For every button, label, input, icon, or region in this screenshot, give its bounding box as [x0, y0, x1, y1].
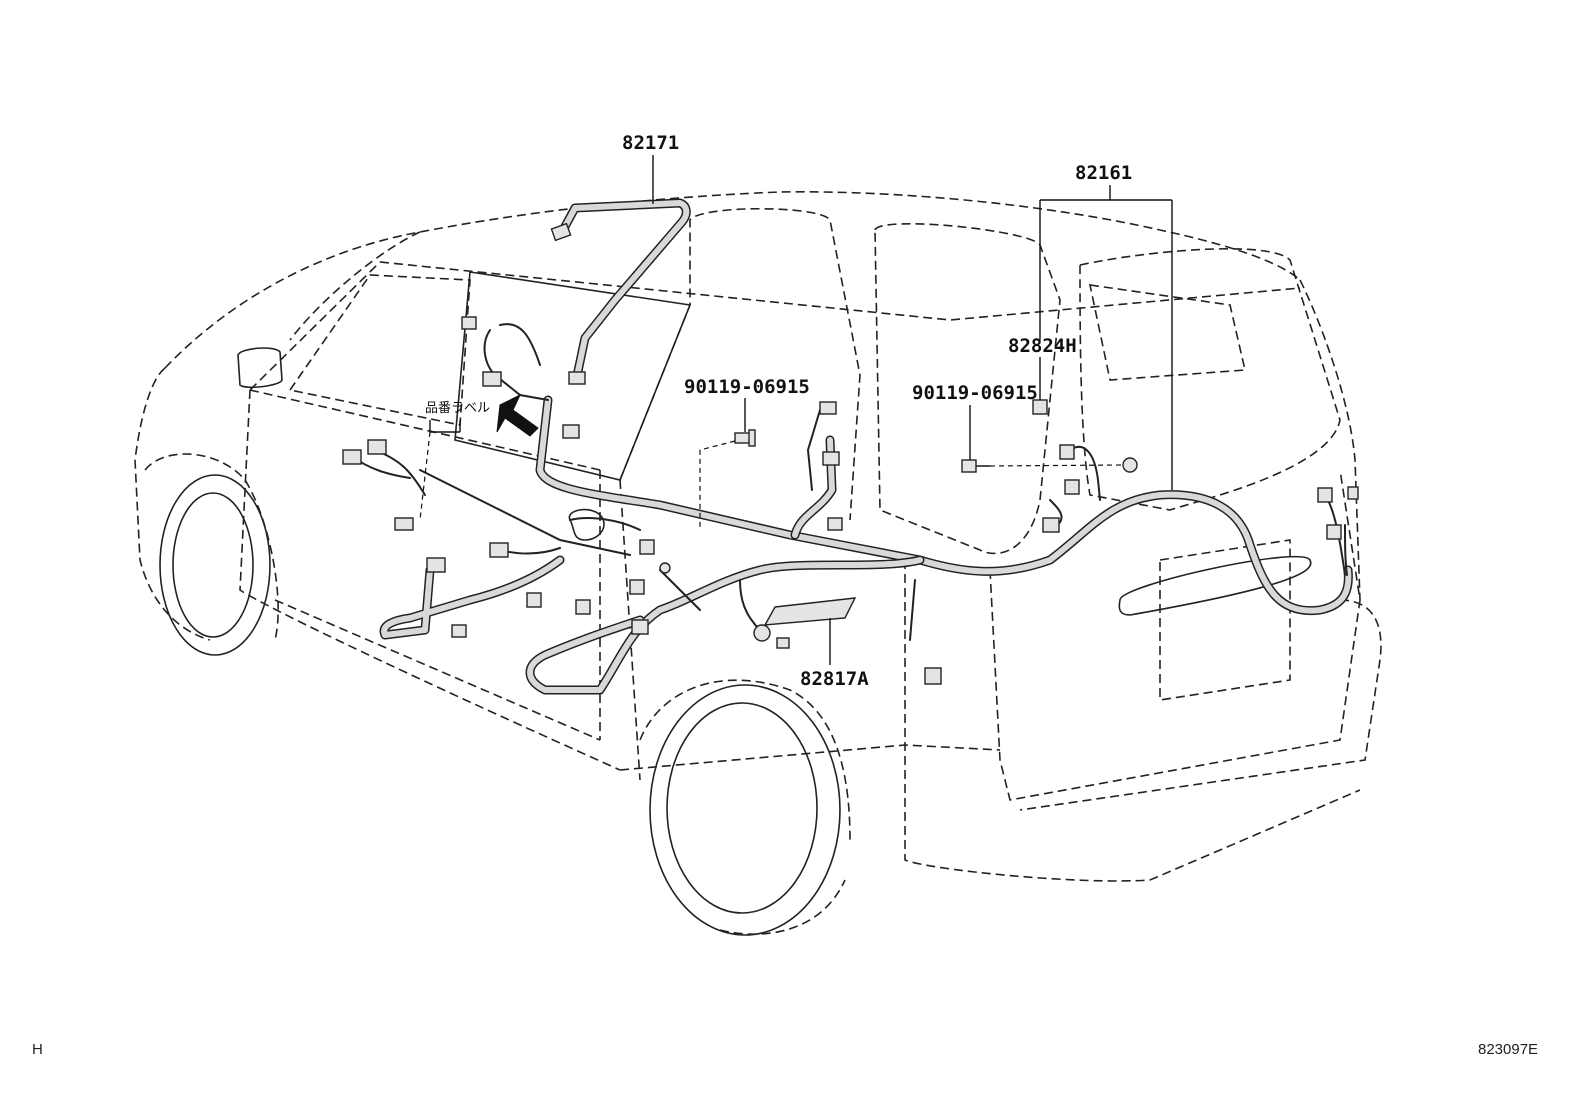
- part-label-82161: 82161: [1075, 162, 1132, 184]
- connector: [489, 542, 509, 558]
- connector: [1326, 524, 1342, 540]
- bolt-right-part: [961, 457, 1138, 473]
- connector: [451, 624, 467, 638]
- clamp: [568, 508, 605, 541]
- connector: [461, 316, 477, 330]
- connector: [629, 579, 645, 595]
- corner-code-left: H: [32, 1041, 43, 1058]
- part-label-82817a: 82817A: [800, 668, 869, 690]
- connector: [827, 517, 843, 531]
- roof-harness-82171: [550, 198, 691, 385]
- connector: [575, 599, 591, 615]
- connector: [426, 557, 446, 573]
- harness-connectors: [342, 316, 1359, 685]
- leader-lines: [419, 155, 1173, 665]
- connector: [342, 449, 362, 465]
- connector: [1059, 444, 1075, 460]
- connector: [562, 424, 580, 439]
- part-label-82171: 82171: [622, 132, 679, 154]
- connector: [367, 439, 387, 455]
- connector: [639, 539, 655, 555]
- connector: [631, 619, 649, 635]
- grommet: [659, 562, 671, 574]
- grommet: [753, 624, 771, 642]
- part-label-82824h: 82824H: [1008, 335, 1077, 357]
- japanese-part-number-label: 品番ラベル: [425, 401, 490, 416]
- connector: [1064, 479, 1080, 495]
- diagram-reference-number: 823097E: [1478, 1041, 1538, 1058]
- connector: [394, 517, 414, 531]
- connector: [1317, 487, 1333, 503]
- connector: [819, 401, 837, 415]
- bolt-left-part: [734, 429, 756, 447]
- part-label-bolt-left: 90119-06915: [684, 376, 810, 398]
- part-label-bolt-right: 90119-06915: [912, 382, 1038, 404]
- connector: [482, 371, 502, 387]
- label-82817a-part: [763, 597, 857, 626]
- vehicle-outline: [134, 191, 1382, 936]
- connector: [1347, 486, 1359, 500]
- arrow-icon: [496, 393, 539, 437]
- connector: [776, 637, 790, 649]
- floor-harness: [349, 323, 1353, 695]
- connector: [924, 667, 942, 685]
- connector: [526, 592, 542, 608]
- connector: [1042, 517, 1060, 533]
- connector: [822, 451, 840, 466]
